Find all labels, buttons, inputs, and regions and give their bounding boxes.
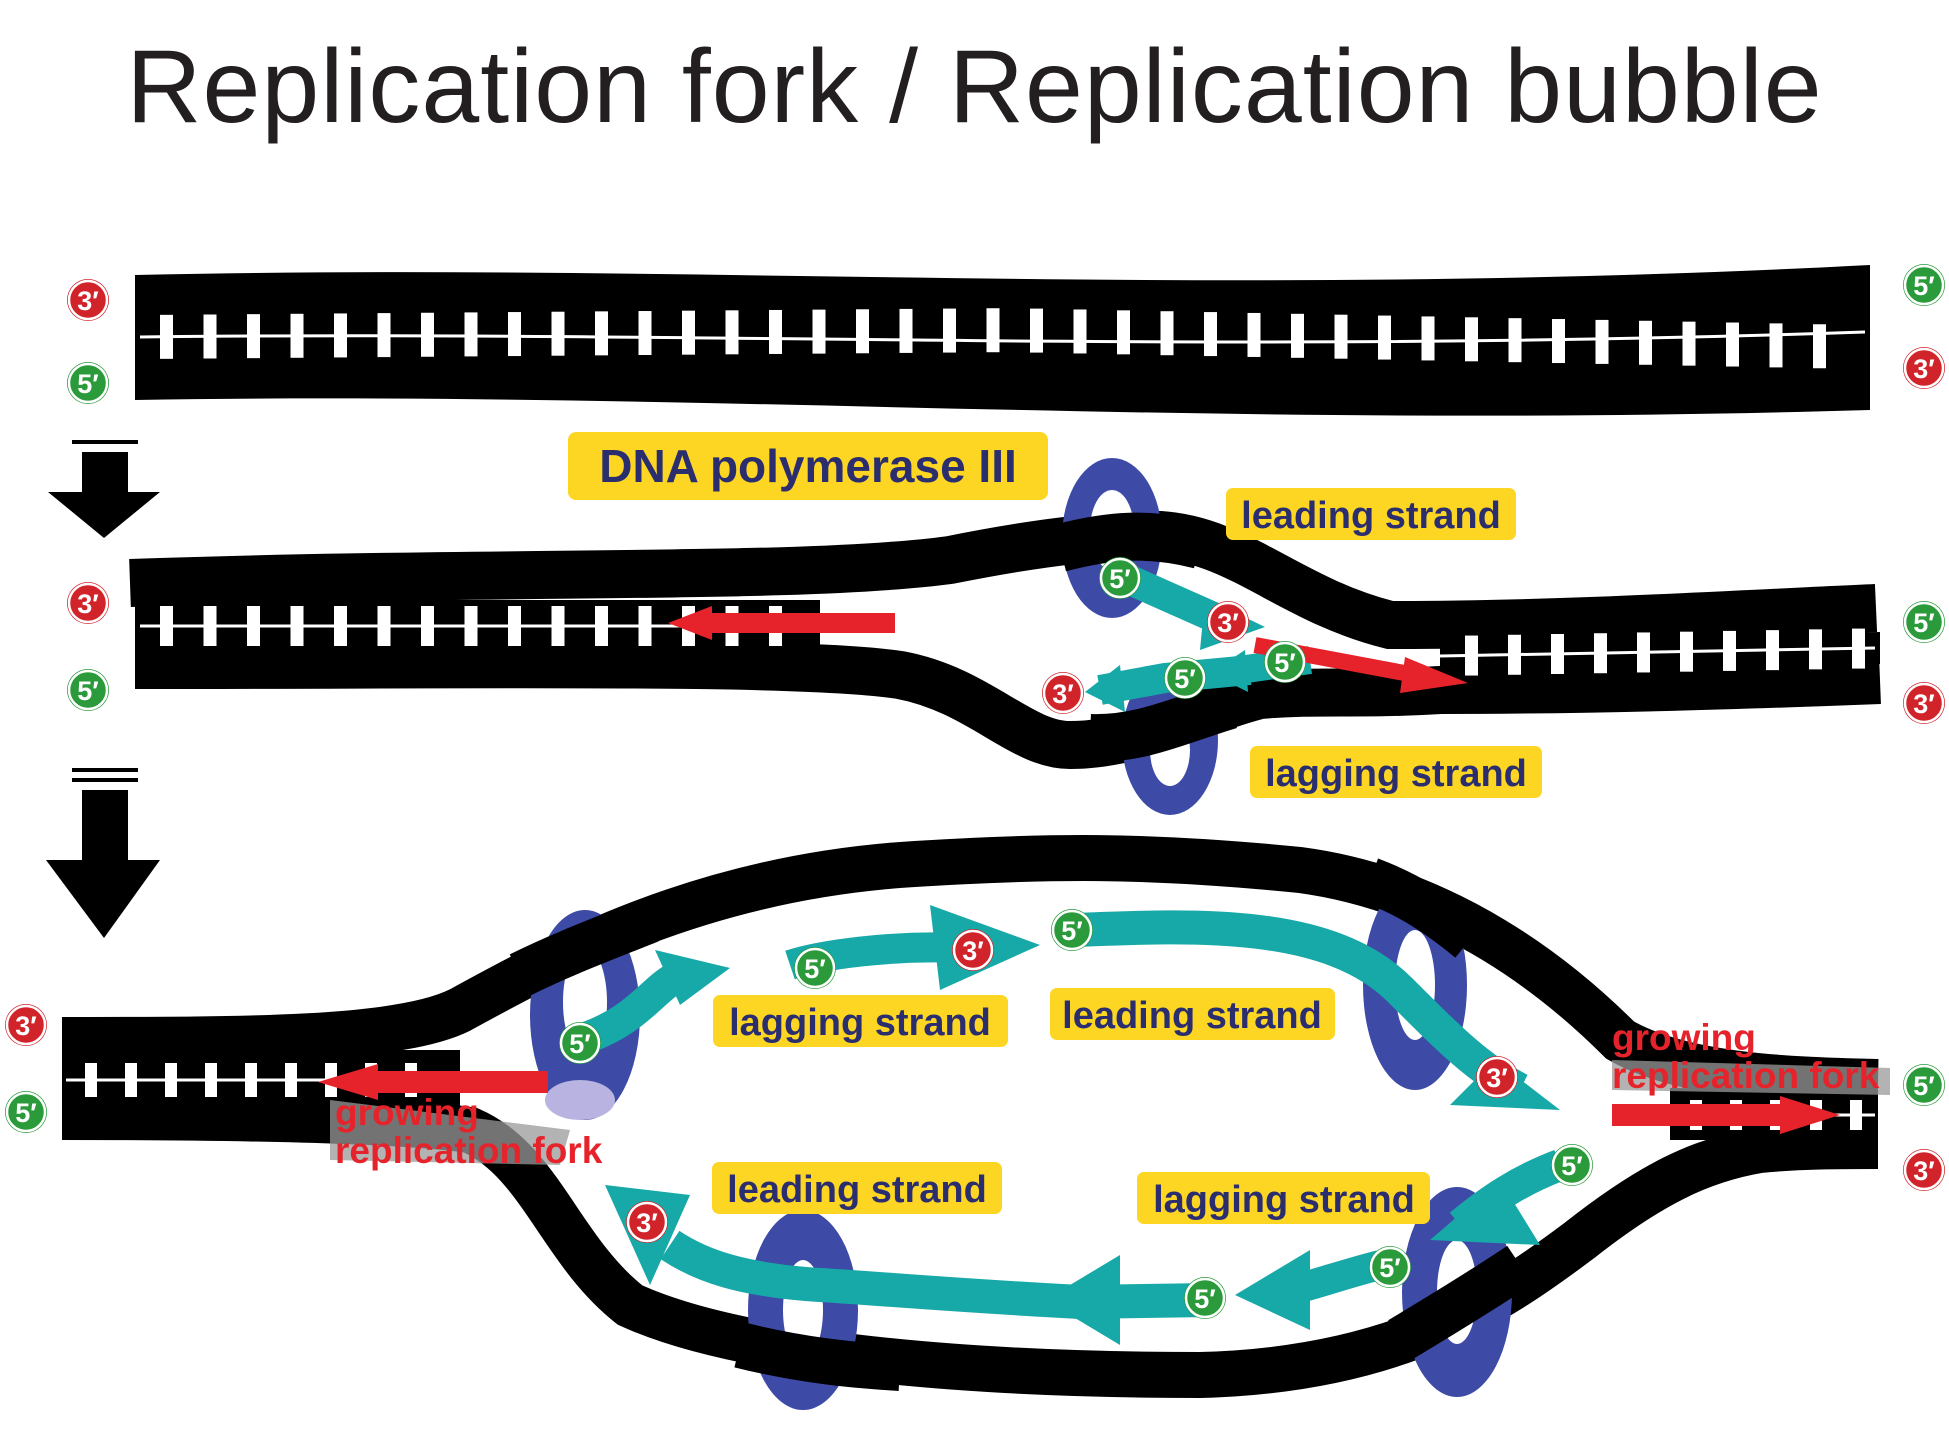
svg-text:5′: 5′ — [1274, 648, 1296, 678]
down-arrow-icon — [48, 440, 160, 538]
dna-duplex-intact — [135, 265, 1870, 416]
label-dna-polymerase: DNA polymerase III — [568, 432, 1048, 500]
svg-text:5′: 5′ — [1913, 1071, 1935, 1101]
three-prime-end-marker: 3′ — [65, 580, 111, 626]
five-prime-end-marker: 5′ — [1162, 655, 1208, 701]
five-prime-end-marker: 5′ — [1049, 907, 1095, 953]
three-prime-end-marker: 3′ — [65, 277, 111, 323]
five-prime-end-marker: 5′ — [1901, 262, 1947, 308]
label-leading-strand: leading strand — [1050, 988, 1335, 1040]
label-lagging-strand: lagging strand — [1137, 1172, 1430, 1224]
svg-text:5′: 5′ — [1379, 1253, 1401, 1283]
svg-text:leading strand: leading strand — [1062, 995, 1322, 1037]
svg-text:leading strand: leading strand — [727, 1169, 987, 1211]
svg-text:5′: 5′ — [1913, 608, 1935, 638]
replication-bubble — [61, 835, 1890, 1410]
svg-text:5′: 5′ — [1561, 1151, 1583, 1181]
svg-text:lagging strand: lagging strand — [1153, 1179, 1415, 1221]
svg-text:3′: 3′ — [1486, 1063, 1508, 1093]
down-arrow-icon — [46, 768, 160, 938]
svg-text:3′: 3′ — [962, 936, 984, 966]
three-prime-end-marker: 3′ — [1901, 1147, 1947, 1193]
three-prime-end-marker: 3′ — [624, 1199, 670, 1245]
label-lagging-strand: lagging strand — [1250, 746, 1542, 798]
three-prime-end-marker: 3′ — [3, 1002, 49, 1048]
svg-text:growing: growing — [1612, 1017, 1756, 1058]
svg-text:3′: 3′ — [1913, 354, 1935, 384]
svg-text:lagging strand: lagging strand — [729, 1002, 991, 1044]
svg-text:5′: 5′ — [77, 676, 99, 706]
svg-text:3′: 3′ — [77, 286, 99, 316]
five-prime-end-marker: 5′ — [1182, 1275, 1228, 1321]
five-prime-end-marker: 5′ — [557, 1020, 603, 1066]
label-leading-strand: leading strand — [1226, 488, 1516, 540]
svg-text:leading strand: leading strand — [1241, 495, 1501, 537]
svg-text:replication fork: replication fork — [1612, 1055, 1880, 1096]
three-prime-end-marker: 3′ — [950, 927, 996, 973]
three-prime-end-marker: 3′ — [1901, 345, 1947, 391]
svg-text:5′: 5′ — [1194, 1284, 1216, 1314]
page-title: Replication fork / Replication bubble — [126, 29, 1823, 145]
svg-text:3′: 3′ — [15, 1011, 37, 1041]
five-prime-end-marker: 5′ — [65, 667, 111, 713]
svg-text:5′: 5′ — [1061, 916, 1083, 946]
svg-text:DNA polymerase III: DNA polymerase III — [599, 440, 1017, 492]
svg-text:lagging strand: lagging strand — [1265, 753, 1527, 795]
svg-text:5′: 5′ — [804, 954, 826, 984]
svg-text:3′: 3′ — [636, 1208, 658, 1238]
svg-text:3′: 3′ — [1052, 679, 1074, 709]
five-prime-end-marker: 5′ — [3, 1089, 49, 1135]
svg-text:replication fork: replication fork — [335, 1130, 603, 1171]
five-prime-end-marker: 5′ — [1549, 1142, 1595, 1188]
label-lagging-strand: lagging strand — [713, 995, 1008, 1047]
label-growing-fork-left: growing replication fork — [335, 1092, 603, 1171]
svg-text:5′: 5′ — [1913, 271, 1935, 301]
svg-text:3′: 3′ — [1913, 1156, 1935, 1186]
svg-text:5′: 5′ — [569, 1029, 591, 1059]
five-prime-end-marker: 5′ — [65, 360, 111, 406]
three-prime-end-marker: 3′ — [1901, 680, 1947, 726]
label-leading-strand: leading strand — [712, 1162, 1002, 1214]
five-prime-end-marker: 5′ — [1901, 599, 1947, 645]
three-prime-end-marker: 3′ — [1040, 670, 1086, 716]
svg-text:5′: 5′ — [1109, 564, 1131, 594]
svg-text:5′: 5′ — [77, 369, 99, 399]
svg-text:3′: 3′ — [1217, 608, 1239, 638]
three-prime-end-marker: 3′ — [1205, 599, 1251, 645]
label-growing-fork-right: growing replication fork — [1612, 1017, 1880, 1096]
svg-text:5′: 5′ — [15, 1098, 37, 1128]
five-prime-end-marker: 5′ — [1367, 1244, 1413, 1290]
svg-text:3′: 3′ — [1913, 689, 1935, 719]
five-prime-end-marker: 5′ — [1901, 1062, 1947, 1108]
five-prime-end-marker: 5′ — [1262, 639, 1308, 685]
svg-text:growing: growing — [335, 1092, 479, 1133]
replication-fork — [129, 458, 1881, 815]
svg-text:5′: 5′ — [1174, 664, 1196, 694]
five-prime-end-marker: 5′ — [792, 945, 838, 991]
five-prime-end-marker: 5′ — [1097, 555, 1143, 601]
svg-text:3′: 3′ — [77, 589, 99, 619]
three-prime-end-marker: 3′ — [1474, 1054, 1520, 1100]
